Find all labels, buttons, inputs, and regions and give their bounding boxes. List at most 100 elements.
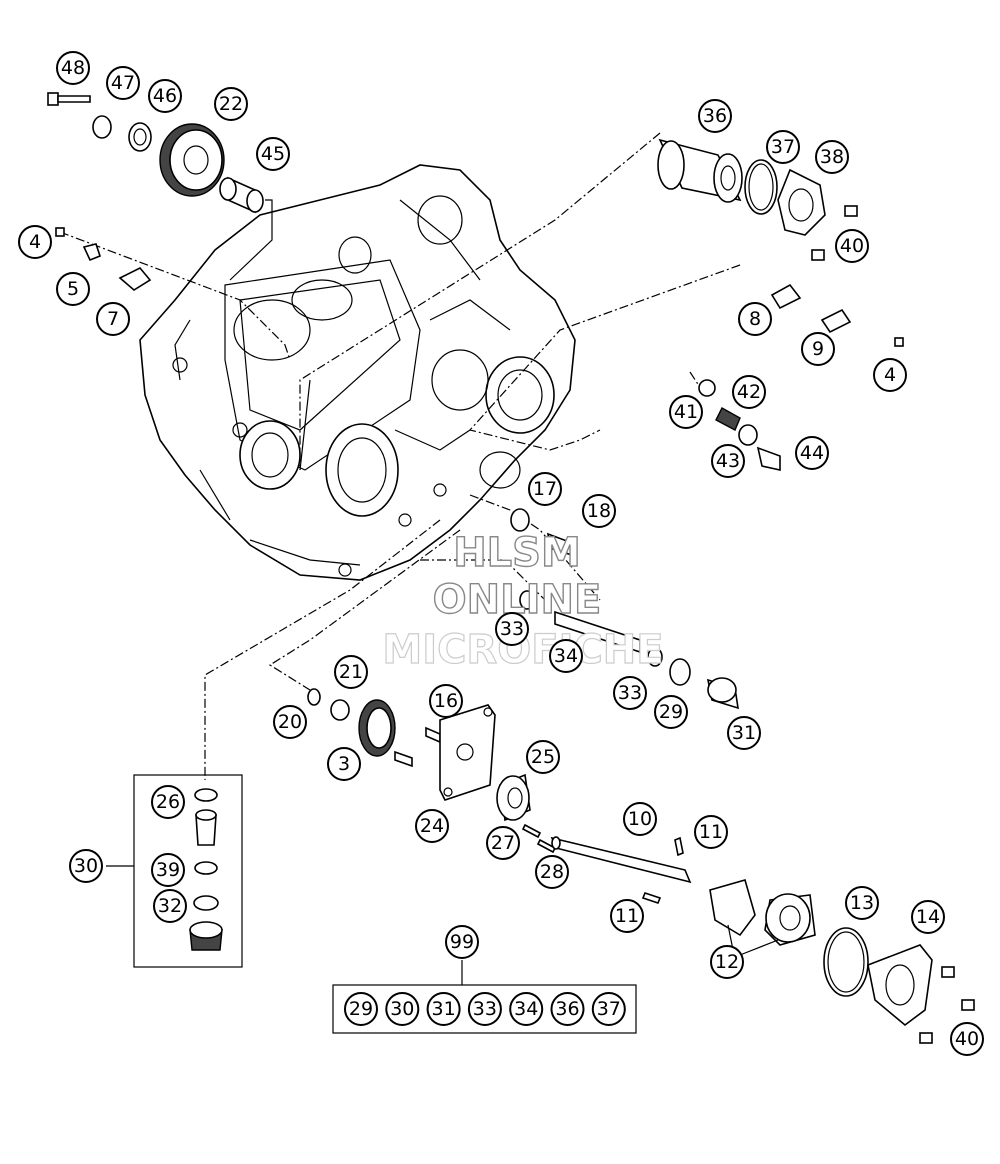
callout-21: 21 — [334, 655, 368, 689]
kit-item-37: 37 — [591, 992, 626, 1026]
callout-40-top: 40 — [835, 229, 869, 263]
kit-item-label: 33 — [473, 998, 497, 1020]
svg-text:8: 8 — [749, 308, 761, 330]
svg-text:18: 18 — [587, 500, 611, 522]
svg-text:14: 14 — [916, 906, 940, 928]
callout-14: 14 — [911, 900, 945, 934]
svg-text:44: 44 — [800, 442, 824, 464]
kit-item-label: 37 — [597, 998, 621, 1020]
callout-29: 29 — [654, 695, 688, 729]
callout-46: 46 — [148, 79, 182, 113]
callout-48: 48 — [56, 51, 90, 85]
svg-text:9: 9 — [812, 338, 824, 360]
callout-11-lower: 11 — [610, 899, 644, 933]
svg-text:20: 20 — [278, 711, 302, 733]
svg-text:26: 26 — [156, 791, 180, 813]
svg-text:39: 39 — [156, 859, 180, 881]
svg-text:3: 3 — [338, 753, 350, 775]
svg-text:7: 7 — [107, 308, 119, 330]
kit-item-30: 30 — [385, 992, 420, 1026]
svg-text:16: 16 — [434, 690, 458, 712]
callout-39: 39 — [151, 853, 185, 887]
pump-housing-group — [709, 879, 975, 1044]
callout-11-upper: 11 — [694, 815, 728, 849]
kit-item-label: 30 — [390, 998, 414, 1020]
svg-text:12: 12 — [715, 951, 739, 973]
pump-cover-group — [439, 704, 557, 854]
svg-text:25: 25 — [531, 746, 555, 768]
watermark-line-1: HLSM — [453, 530, 581, 576]
callout-25: 25 — [526, 740, 560, 774]
callout-4-right: 4 — [873, 358, 907, 392]
callout-10: 10 — [623, 802, 657, 836]
svg-text:24: 24 — [420, 815, 444, 837]
svg-text:34: 34 — [554, 645, 578, 667]
svg-text:28: 28 — [540, 861, 564, 883]
kit-item-36: 36 — [550, 992, 585, 1026]
svg-text:31: 31 — [732, 722, 756, 744]
callout-12: 12 — [710, 945, 744, 979]
callout-41: 41 — [669, 395, 703, 429]
callout-7: 7 — [96, 302, 130, 336]
svg-text:43: 43 — [716, 450, 740, 472]
callout-34: 34 — [549, 639, 583, 673]
kit-99-items: 29 30 31 33 34 36 37 — [344, 992, 626, 1026]
callout-32: 32 — [153, 889, 187, 923]
callout-40-bottom: 40 — [950, 1022, 984, 1056]
svg-text:11: 11 — [699, 821, 723, 843]
svg-text:38: 38 — [820, 146, 844, 168]
svg-text:33: 33 — [618, 682, 642, 704]
callout-31: 31 — [727, 716, 761, 750]
svg-text:10: 10 — [628, 808, 652, 830]
callout-27: 27 — [486, 826, 520, 860]
svg-text:4: 4 — [884, 364, 896, 386]
callout-22: 22 — [214, 87, 248, 121]
callout-47: 47 — [106, 66, 140, 100]
oil-screen-group — [510, 508, 576, 558]
kit-item-34: 34 — [509, 992, 544, 1026]
pump-drive-gear-group — [307, 688, 441, 768]
kit-item-label: 29 — [349, 998, 373, 1020]
watermark: HLSM ONLINE MICROFICHE — [382, 529, 664, 673]
callout-38: 38 — [815, 140, 849, 174]
callout-9: 9 — [801, 332, 835, 366]
oil-filter-group — [657, 138, 858, 261]
svg-text:45: 45 — [261, 143, 285, 165]
idler-gear-group — [47, 92, 264, 214]
callout-36: 36 — [698, 99, 732, 133]
callout-44: 44 — [795, 436, 829, 470]
callout-8: 8 — [738, 302, 772, 336]
kit-99-group — [332, 960, 637, 1034]
callout-28: 28 — [535, 855, 569, 889]
svg-text:21: 21 — [339, 661, 363, 683]
svg-text:33: 33 — [500, 618, 524, 640]
svg-text:29: 29 — [659, 701, 683, 723]
callout-45: 45 — [256, 137, 290, 171]
svg-text:99: 99 — [450, 931, 474, 953]
svg-text:22: 22 — [219, 93, 243, 115]
svg-text:36: 36 — [703, 105, 727, 127]
svg-text:27: 27 — [491, 832, 515, 854]
kit-item-label: 34 — [514, 998, 538, 1020]
callout-20: 20 — [273, 705, 307, 739]
svg-text:17: 17 — [533, 478, 557, 500]
svg-text:13: 13 — [850, 892, 874, 914]
svg-text:41: 41 — [674, 401, 698, 423]
strainer-assembly-group — [106, 774, 243, 968]
callout-33-upper: 33 — [495, 612, 529, 646]
svg-text:48: 48 — [61, 57, 85, 79]
pump-shaft-group — [550, 836, 692, 904]
callout-4-left: 4 — [18, 225, 52, 259]
plug-clip-left — [55, 227, 152, 291]
kit-item-31: 31 — [426, 992, 461, 1026]
callout-26: 26 — [151, 785, 185, 819]
kit-item-29: 29 — [344, 992, 378, 1026]
svg-text:46: 46 — [153, 85, 177, 107]
callout-labels: 48 47 46 22 45 4 5 7 36 37 38 40 8 9 4 4… — [18, 51, 984, 1056]
svg-text:5: 5 — [67, 278, 79, 300]
callout-42: 42 — [732, 375, 766, 409]
svg-text:42: 42 — [737, 381, 761, 403]
callout-17: 17 — [528, 472, 562, 506]
svg-text:47: 47 — [111, 72, 135, 94]
